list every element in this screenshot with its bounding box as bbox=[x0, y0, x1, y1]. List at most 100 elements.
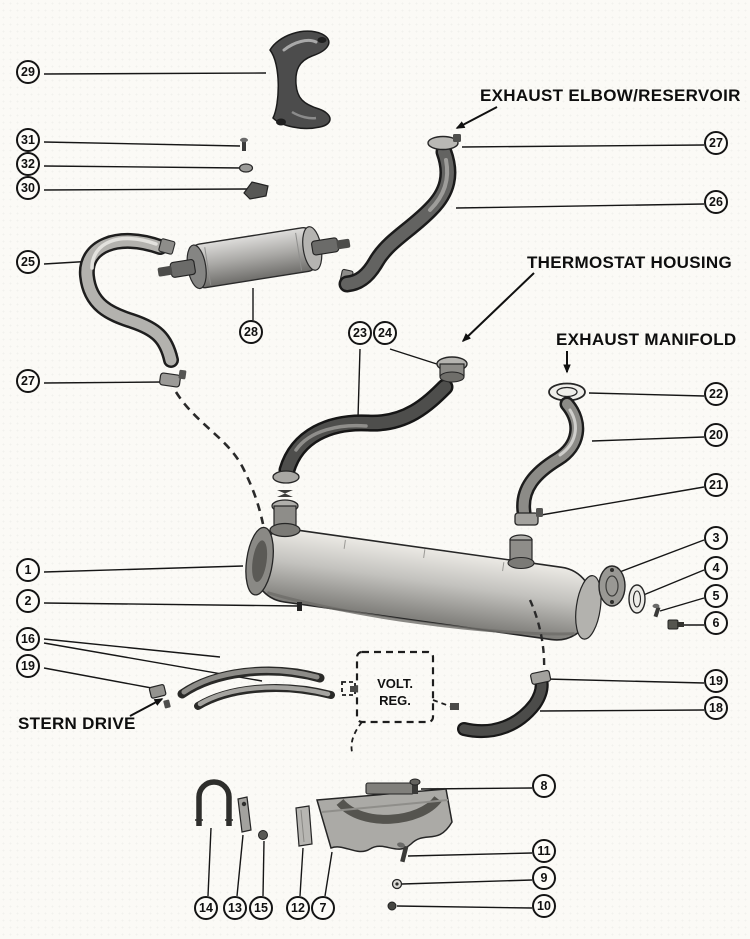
part-spacer-12 bbox=[295, 805, 313, 847]
part-exhaust-elbow-hose bbox=[338, 143, 457, 293]
callout-13: 13 bbox=[223, 896, 247, 920]
part-hose-clamp-25-top bbox=[158, 238, 176, 255]
part-shield-7 bbox=[316, 782, 453, 853]
callout-5: 5 bbox=[704, 584, 728, 608]
part-bolt-6 bbox=[667, 619, 684, 630]
part-screw-31 bbox=[240, 137, 248, 151]
part-hose-clamp-27-right bbox=[427, 134, 461, 151]
part-hose-clamp-21 bbox=[514, 508, 543, 526]
leader-15 bbox=[262, 840, 265, 897]
label-stern-drive: STERN DRIVE bbox=[18, 714, 136, 733]
part-washer-32 bbox=[238, 163, 254, 173]
callout-18: 18 bbox=[704, 696, 728, 720]
part-nut-15 bbox=[258, 830, 268, 840]
hose-route-dashed-right bbox=[528, 599, 546, 671]
leader-3 bbox=[616, 539, 705, 574]
label-exhaust-manifold: EXHAUST MANIFOLD bbox=[556, 330, 737, 349]
leader-18 bbox=[539, 709, 705, 712]
part-manifold-outlet-right bbox=[507, 534, 535, 570]
callout-7: 7 bbox=[311, 896, 335, 920]
leader-23 bbox=[357, 348, 361, 419]
part-thermostat-hose bbox=[278, 378, 454, 479]
leader-20 bbox=[591, 436, 705, 442]
part-exhaust-elbow-bracket bbox=[269, 30, 331, 130]
callout-22: 22 bbox=[704, 382, 728, 406]
callout-10: 10 bbox=[532, 894, 556, 918]
callout-29: 29 bbox=[16, 60, 40, 84]
part-manifold-outlet-left bbox=[269, 490, 301, 538]
part-hose-18 bbox=[457, 672, 549, 739]
callout-14: 14 bbox=[194, 896, 218, 920]
callout-27-right: 27 bbox=[704, 131, 728, 155]
leader-21 bbox=[540, 486, 705, 516]
part-oil-cooler bbox=[157, 226, 351, 290]
callout-19-left: 19 bbox=[16, 654, 40, 678]
callout-24: 24 bbox=[373, 321, 397, 345]
part-hose-25 bbox=[78, 232, 179, 368]
part-gasket-4 bbox=[628, 584, 646, 614]
part-end-plate-3 bbox=[598, 565, 626, 607]
leader-27-right bbox=[461, 144, 705, 148]
label-thermostat-housing: THERMOSTAT HOUSING bbox=[527, 253, 732, 272]
callout-3: 3 bbox=[704, 526, 728, 550]
volt-reg-wire-right bbox=[432, 699, 453, 708]
callout-25: 25 bbox=[16, 250, 40, 274]
part-nut-10 bbox=[387, 901, 397, 911]
callout-28: 28 bbox=[239, 320, 263, 344]
callout-31: 31 bbox=[16, 128, 40, 152]
leader-12 bbox=[299, 847, 304, 897]
callout-4: 4 bbox=[704, 556, 728, 580]
leader-8 bbox=[420, 787, 533, 790]
part-thermostat-housing-fitting bbox=[436, 356, 468, 383]
leader-29 bbox=[43, 72, 267, 75]
part-clamp-plate-13 bbox=[237, 796, 252, 833]
callout-12: 12 bbox=[286, 896, 310, 920]
leader-16a bbox=[43, 638, 221, 658]
part-hose-clamp-19-left bbox=[148, 684, 171, 709]
part-exhaust-manifold-body bbox=[245, 526, 602, 641]
leader-4 bbox=[640, 569, 705, 597]
callout-16: 16 bbox=[16, 627, 40, 651]
part-drain-plug-2 bbox=[297, 602, 302, 611]
leader-13 bbox=[236, 834, 244, 897]
callout-9: 9 bbox=[532, 866, 556, 890]
leader-30 bbox=[43, 188, 248, 191]
callout-32: 32 bbox=[16, 152, 40, 176]
leader-1 bbox=[43, 565, 244, 573]
volt-reg-wire-bottom bbox=[350, 721, 363, 753]
part-hose-clamp-27-left bbox=[159, 369, 187, 388]
callout-27-left: 27 bbox=[16, 369, 40, 393]
volt-reg-text-line1: VOLT. bbox=[377, 676, 413, 691]
arrow-exhaust-elbow bbox=[455, 106, 498, 129]
leader-9 bbox=[401, 879, 533, 885]
arrow-thermostat-housing bbox=[461, 272, 535, 343]
callout-21: 21 bbox=[704, 473, 728, 497]
callout-8: 8 bbox=[532, 774, 556, 798]
leader-5 bbox=[659, 597, 705, 612]
leader-31 bbox=[43, 141, 241, 147]
part-manifold-flange-22 bbox=[548, 382, 586, 402]
callout-11: 11 bbox=[532, 839, 556, 863]
leader-14 bbox=[207, 827, 212, 897]
part-bolt-8 bbox=[409, 778, 421, 794]
part-u-bolt-14 bbox=[195, 779, 233, 826]
callout-23: 23 bbox=[348, 321, 372, 345]
leader-27-left bbox=[43, 381, 164, 384]
part-screw-5 bbox=[652, 603, 661, 618]
leader-32 bbox=[43, 165, 243, 169]
part-screw-11 bbox=[397, 842, 409, 863]
part-clip-30 bbox=[243, 181, 269, 200]
volt-reg-text-line2: REG. bbox=[379, 693, 411, 708]
label-arrows bbox=[129, 106, 571, 717]
callout-20: 20 bbox=[704, 423, 728, 447]
callout-15: 15 bbox=[249, 896, 273, 920]
voltage-regulator-box: VOLT. REG. bbox=[341, 650, 459, 753]
leader-19-right bbox=[545, 678, 705, 684]
leader-7 bbox=[324, 851, 333, 897]
part-hose-flange-lower bbox=[272, 470, 300, 484]
leader-2 bbox=[43, 602, 299, 607]
callout-30: 30 bbox=[16, 176, 40, 200]
callout-26: 26 bbox=[704, 190, 728, 214]
leader-11 bbox=[407, 852, 533, 857]
